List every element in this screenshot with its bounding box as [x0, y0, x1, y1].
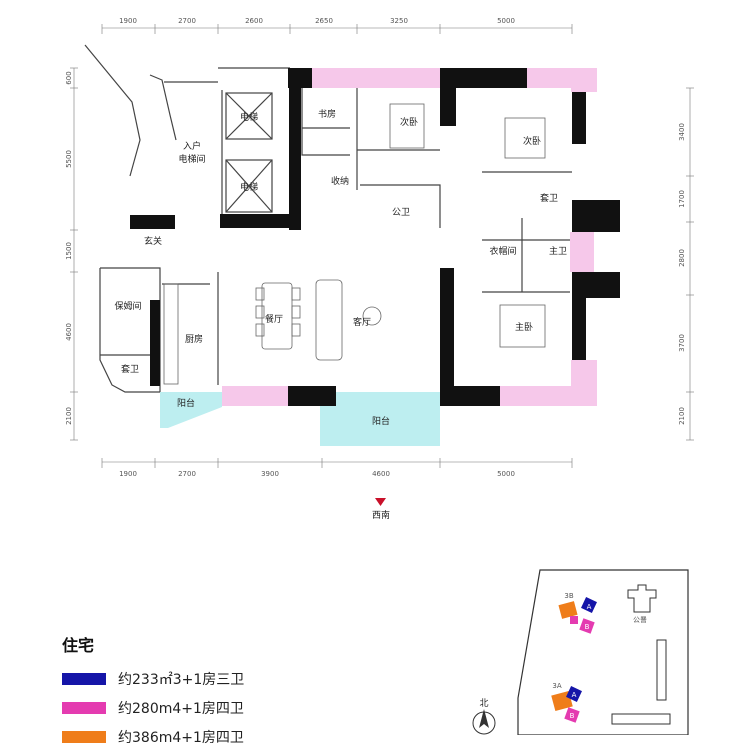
room-lobby-line2: 电梯间	[178, 153, 205, 165]
dimension-labels: 1900 2700 2600 2650 3250 5000 1900 2700 …	[65, 17, 686, 478]
room-bedroom-2a: 次卧	[400, 116, 418, 128]
dim-top-5: 3250	[390, 17, 408, 25]
dimension-lines	[70, 24, 694, 468]
room-bedroom-2b: 次卧	[523, 135, 541, 147]
room-balcony-small: 阳台	[177, 397, 195, 409]
dim-left-1: 600	[65, 71, 73, 84]
structural-walls	[130, 68, 620, 406]
legend-label-1: 约233㎡3+1房三卫	[118, 671, 245, 688]
room-living: 客厅	[353, 316, 371, 328]
tag-a-3a: A	[572, 691, 577, 699]
room-suite-bath: 套卫	[540, 192, 558, 204]
dim-bottom-5: 5000	[497, 470, 515, 478]
dim-bottom-4: 4600	[372, 470, 390, 478]
dim-top-4: 2650	[315, 17, 333, 25]
dim-right-3: 2800	[678, 249, 686, 267]
block-3b-label: 3B	[564, 592, 573, 600]
room-balcony-main: 阳台	[372, 415, 390, 427]
legend-label-2: 约280m4+1房四卫	[118, 700, 244, 717]
tag-b-3a: B	[570, 712, 575, 720]
dim-left-2: 5500	[65, 150, 73, 168]
room-study: 书房	[318, 108, 336, 120]
room-lobby-line1: 入户	[183, 140, 201, 152]
tag-a-3b: A	[587, 603, 592, 611]
orientation-arrow-icon	[375, 498, 386, 506]
dim-right-4: 3700	[678, 334, 686, 352]
room-nanny: 保姆间	[114, 300, 141, 312]
legend-swatch-3	[62, 730, 106, 743]
window-walls	[222, 68, 597, 406]
site-plan: 公罾 3B A B 3A A B 北	[472, 569, 689, 735]
interior-walls	[84, 44, 572, 393]
legend-swatch-2	[62, 701, 106, 714]
legend-label-3: 约386m4+1房四卫	[118, 729, 244, 746]
dim-bottom-1: 1900	[119, 470, 137, 478]
balcony-small-area	[160, 392, 222, 428]
room-labels: 电梯 电梯 入户 电梯间 书房 次卧 次卧 收纳 公卫 套卫 衣帽间 主卫 玄关…	[114, 108, 567, 427]
orientation-label: 西南	[372, 509, 390, 521]
room-elevator-2: 电梯	[240, 181, 258, 193]
public-building-label: 公罾	[633, 616, 647, 624]
dim-right-2: 1700	[678, 190, 686, 208]
floor-plan: 1900 2700 2600 2650 3250 5000 1900 2700 …	[65, 17, 694, 735]
block-3a-label: 3A	[552, 682, 561, 690]
room-public-bath: 公卫	[392, 207, 410, 218]
dim-top-2: 2700	[178, 17, 196, 25]
dim-top-6: 5000	[497, 17, 515, 25]
dim-bottom-3: 3900	[261, 470, 279, 478]
legend-item-2: 约280m4+1房四卫	[62, 693, 322, 722]
north-label: 北	[479, 698, 488, 709]
dim-top-3: 2600	[245, 17, 263, 25]
dim-top-1: 1900	[119, 17, 137, 25]
room-foyer: 玄关	[144, 235, 162, 247]
dim-left-5: 2100	[65, 407, 73, 425]
north-arrow-icon	[472, 709, 496, 735]
room-closet: 衣帽间	[489, 245, 516, 257]
balcony-main-area	[320, 392, 440, 446]
legend-swatch-1	[62, 672, 106, 685]
room-master-bedroom: 主卧	[515, 321, 533, 333]
room-nanny-bath: 套卫	[121, 363, 139, 375]
dim-left-3: 1500	[65, 242, 73, 260]
dim-right-1: 3400	[678, 123, 686, 141]
furniture	[163, 103, 546, 385]
room-elevator-1: 电梯	[240, 111, 258, 123]
legend-title: 住宅	[62, 636, 95, 655]
room-storage: 收纳	[331, 175, 349, 187]
dim-bottom-2: 2700	[178, 470, 196, 478]
legend: 住宅 约233㎡3+1房三卫 约280m4+1房四卫 约386m4+1房四卫	[62, 632, 322, 751]
room-kitchen: 厨房	[185, 333, 203, 345]
dim-right-5: 2100	[678, 407, 686, 425]
legend-item-1: 约233㎡3+1房三卫	[62, 664, 322, 693]
dim-left-4: 4600	[65, 323, 73, 341]
room-master-bath: 主卫	[549, 245, 567, 257]
tag-b-3b: B	[585, 623, 590, 631]
room-dining: 餐厅	[265, 313, 283, 325]
legend-item-3: 约386m4+1房四卫	[62, 722, 322, 751]
